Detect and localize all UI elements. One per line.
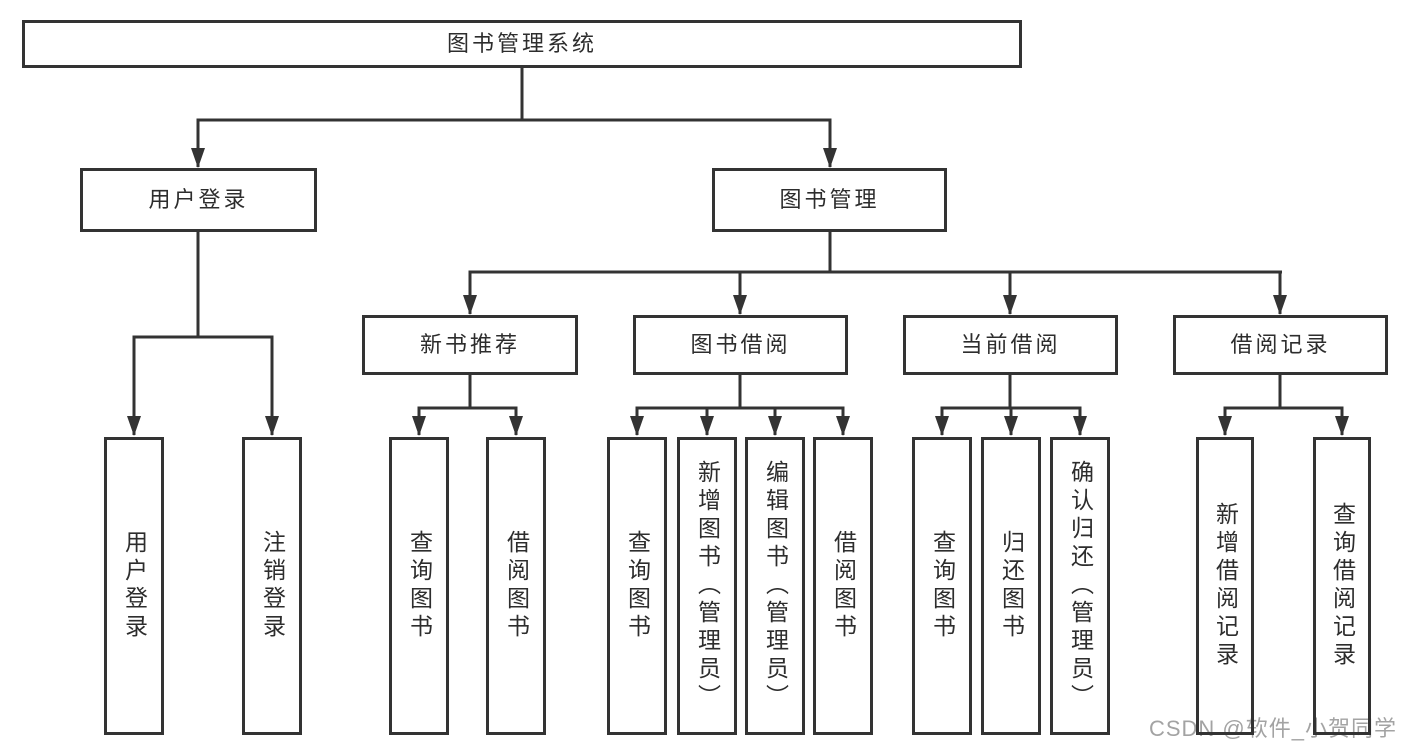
leaf-label: 查询图书 — [929, 530, 956, 642]
node-library-management-system: 图书管理系统 — [22, 20, 1022, 68]
leaf-label: 查询图书 — [406, 530, 433, 642]
leaf-label: 借阅图书 — [503, 530, 530, 642]
node-label: 用户登录 — [148, 187, 249, 212]
leaf-query-borrow-record: 查询借阅记录 — [1313, 437, 1371, 735]
leaf-label: 新增借阅记录 — [1212, 502, 1239, 670]
node-label: 图书借阅 — [690, 332, 791, 357]
leaf-label: 查询借阅记录 — [1329, 502, 1356, 670]
node-book-management: 图书管理 — [712, 168, 947, 232]
leaf-logout: 注销登录 — [242, 437, 302, 735]
node-label: 当前借阅 — [960, 332, 1061, 357]
leaf-borrow-books-newbooks: 借阅图书 — [486, 437, 546, 735]
leaf-edit-books-admin: 编辑图书（管理员） — [745, 437, 805, 735]
leaf-label: 归还图书 — [998, 530, 1025, 642]
leaf-query-books-newbooks: 查询图书 — [389, 437, 449, 735]
node-label: 借阅记录 — [1230, 332, 1331, 357]
node-label: 图书管理 — [779, 187, 880, 212]
leaf-query-books-borrowing: 查询图书 — [607, 437, 667, 735]
leaf-label: 用户登录 — [121, 530, 148, 642]
leaf-add-borrow-record: 新增借阅记录 — [1196, 437, 1254, 735]
node-label: 图书管理系统 — [446, 31, 597, 56]
node-new-book-recommendation: 新书推荐 — [362, 315, 578, 375]
node-book-borrowing: 图书借阅 — [633, 315, 848, 375]
node-current-borrowing: 当前借阅 — [903, 315, 1118, 375]
leaf-label: 编辑图书（管理员） — [762, 460, 789, 712]
node-label: 新书推荐 — [419, 332, 520, 357]
leaf-label: 新增图书（管理员） — [694, 460, 721, 712]
leaf-return-books: 归还图书 — [981, 437, 1041, 735]
leaf-label: 确认归还（管理员） — [1067, 460, 1094, 712]
node-borrowing-records: 借阅记录 — [1173, 315, 1388, 375]
leaf-confirm-return-admin: 确认归还（管理员） — [1050, 437, 1110, 735]
leaf-label: 注销登录 — [259, 530, 286, 642]
leaf-add-books-admin: 新增图书（管理员） — [677, 437, 737, 735]
csdn-watermark: CSDN @软件_小贺同学 — [1148, 716, 1397, 741]
leaf-query-books-current: 查询图书 — [912, 437, 972, 735]
leaf-user-login: 用户登录 — [104, 437, 164, 735]
leaf-borrow-books-borrowing: 借阅图书 — [813, 437, 873, 735]
leaf-label: 借阅图书 — [830, 530, 857, 642]
node-user-login: 用户登录 — [80, 168, 317, 232]
leaf-label: 查询图书 — [624, 530, 651, 642]
